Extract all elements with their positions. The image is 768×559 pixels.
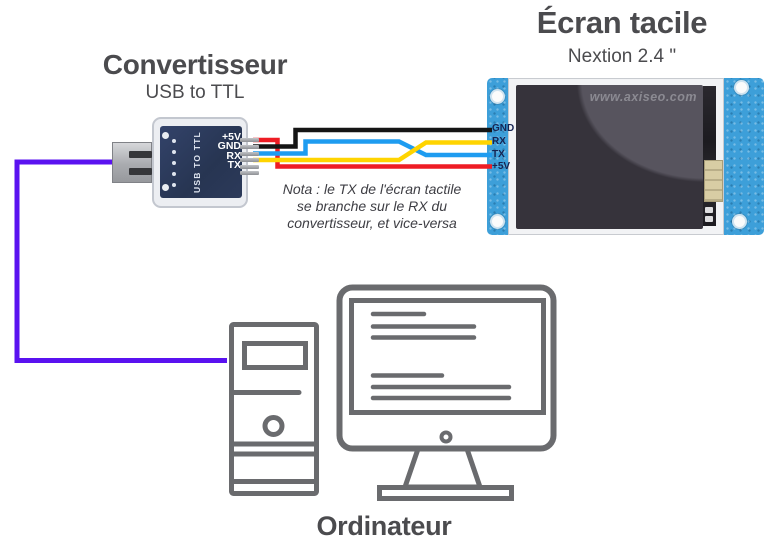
screen-pin-label-5v: +5V (492, 161, 511, 172)
converter-board-text: USB TO TTL (192, 131, 202, 193)
screen-solder-pad (705, 216, 713, 222)
header-pin (240, 144, 259, 149)
usb-plug-slot (129, 151, 152, 158)
pcb-dot (172, 172, 176, 176)
pcb-dot (172, 139, 176, 143)
pcb-dot (172, 183, 176, 187)
screen-pcb-left-strip (487, 78, 510, 235)
screen-title: Écran tacile (536, 5, 708, 40)
tower-power-button (262, 415, 285, 437)
mount-hole (490, 214, 505, 229)
converter-subtitle: USB to TTL (145, 82, 245, 103)
nextion-screen-module: www.axiseo.com GND RX TX +5V (487, 78, 764, 235)
converter-pin-label-rx: RX (226, 149, 241, 162)
watermark-text: www.axiseo.com (589, 90, 697, 104)
pcb-dot (172, 161, 176, 165)
converter-pin-label-gnd: GND (217, 140, 241, 153)
converter-pin-label-5v: +5V (222, 131, 241, 143)
converter-title: Convertisseur (102, 49, 288, 80)
note-line: convertisseur, et vice-versa (287, 215, 457, 231)
wire-gnd-black (253, 127, 492, 149)
header-pin (240, 158, 259, 162)
pcb-dot (172, 150, 176, 154)
monitor-frame (336, 284, 557, 452)
tower-case (229, 322, 319, 496)
computer-label: Ordinateur (316, 511, 452, 541)
monitor-screen (349, 298, 546, 415)
screen-pin-label-tx: TX (492, 149, 505, 160)
converter-pin-labels: +5V GND RX TX (206, 131, 241, 172)
header-pin (240, 151, 259, 156)
tower-drive-bay (242, 341, 308, 370)
note-text: Nota : le TX de l'écran tactile se branc… (262, 181, 482, 232)
screen-solder-pad (705, 207, 713, 213)
monitor-stand (401, 446, 484, 490)
mount-hole (490, 89, 505, 104)
screen-pin-label-gnd: GND (492, 123, 515, 134)
mount-hole (732, 214, 747, 229)
header-pin (240, 164, 259, 169)
pcb-hole (162, 132, 169, 139)
screen-display: www.axiseo.com (516, 85, 703, 229)
screen-connector (704, 160, 723, 202)
header-pin (240, 171, 259, 175)
wire-tx-yellow (253, 140, 492, 163)
monitor-base (377, 485, 514, 501)
monitor-button (439, 430, 453, 444)
screen-pcb-right-strip (724, 78, 764, 235)
pcb-hole (162, 184, 169, 191)
usb-plug (112, 142, 152, 183)
mount-hole (734, 80, 749, 95)
screen-pin-label-rx: RX (492, 136, 506, 147)
usb-ttl-converter-module: USB TO TTL +5V GND RX TX (108, 112, 270, 212)
note-line: Nota : le TX de l'écran tactile (282, 181, 462, 197)
usb-plug-slot (129, 168, 152, 175)
note-line: se branche sur le RX du (296, 198, 448, 214)
screen-component-strip (703, 86, 716, 226)
screen-subtitle: Nextion 2.4 " (567, 46, 677, 67)
wire-rx-blue (253, 139, 492, 158)
converter-pin-label-tx: TX (227, 159, 241, 172)
header-pin (240, 138, 259, 142)
wire-5v-red (253, 137, 492, 169)
